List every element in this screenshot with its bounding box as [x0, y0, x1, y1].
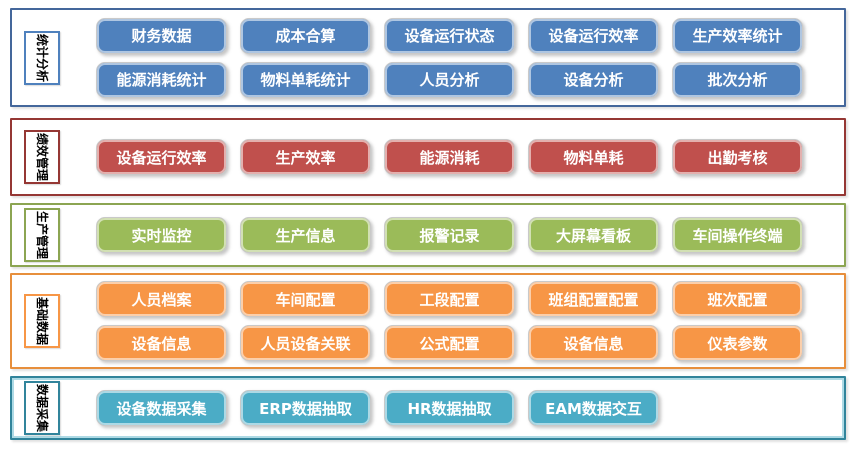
- module-button[interactable]: 财务数据: [96, 17, 227, 54]
- band-label-box: 生产管理: [24, 208, 60, 262]
- module-button[interactable]: 工段配置: [384, 281, 515, 317]
- module-button[interactable]: 设备运行效率: [528, 17, 659, 54]
- module-button[interactable]: 设备运行效率: [96, 139, 227, 175]
- module-button[interactable]: 能源消耗: [384, 139, 515, 175]
- module-button[interactable]: 人员档案: [96, 281, 227, 317]
- module-button[interactable]: 设备运行状态: [384, 17, 515, 54]
- module-button[interactable]: 设备信息: [96, 325, 227, 361]
- module-button[interactable]: 能源消耗统计: [96, 61, 227, 98]
- band-label: 基础数据: [35, 296, 50, 346]
- module-button[interactable]: 人员分析: [384, 61, 515, 98]
- module-button[interactable]: 生产效率: [240, 139, 371, 175]
- module-button[interactable]: 大屏幕看板: [528, 217, 659, 253]
- module-button[interactable]: 公式配置: [384, 325, 515, 361]
- module-button[interactable]: 生产信息: [240, 217, 371, 253]
- band-label-box: 基础数据: [24, 294, 60, 348]
- module-button[interactable]: 出勤考核: [672, 139, 803, 175]
- band-statistics-analysis: 统计分析 财务数据 成本合算 设备运行状态 设备运行效率 生产效率统计 能源消耗…: [10, 8, 846, 107]
- module-button[interactable]: 设备数据采集: [96, 390, 227, 426]
- button-grid: 财务数据 成本合算 设备运行状态 设备运行效率 生产效率统计 能源消耗统计 物料…: [96, 17, 803, 98]
- band-data-collection: 数据采集 设备数据采集 ERP数据抽取 HR数据抽取 EAM数据交互: [10, 376, 846, 440]
- module-button[interactable]: 设备信息: [528, 325, 659, 361]
- band-label: 数据采集: [35, 383, 50, 433]
- band-label-box: 统计分析: [24, 30, 60, 85]
- band-label-box: 绩效管理: [24, 130, 60, 184]
- module-button[interactable]: 批次分析: [672, 61, 803, 98]
- module-button[interactable]: 班组配置配置: [528, 281, 659, 317]
- module-button[interactable]: ERP数据抽取: [240, 390, 371, 426]
- module-button[interactable]: 实时监控: [96, 217, 227, 253]
- module-button[interactable]: 成本合算: [240, 17, 371, 54]
- module-button[interactable]: 仪表参数: [672, 325, 803, 361]
- module-button[interactable]: 车间配置: [240, 281, 371, 317]
- band-production-management: 生产管理 实时监控 生产信息 报警记录 大屏幕看板 车间操作终端: [10, 203, 846, 267]
- band-label: 统计分析: [35, 33, 50, 82]
- button-grid: 人员档案 车间配置 工段配置 班组配置配置 班次配置 设备信息 人员设备关联 公…: [96, 281, 803, 361]
- module-button[interactable]: 生产效率统计: [672, 17, 803, 54]
- module-button[interactable]: 物料单耗统计: [240, 61, 371, 98]
- band-label: 绩效管理: [35, 132, 50, 182]
- module-button[interactable]: 物料单耗: [528, 139, 659, 175]
- module-button[interactable]: 班次配置: [672, 281, 803, 317]
- button-grid: 设备运行效率 生产效率 能源消耗 物料单耗 出勤考核: [96, 139, 803, 175]
- module-button[interactable]: EAM数据交互: [528, 390, 659, 426]
- button-grid: 实时监控 生产信息 报警记录 大屏幕看板 车间操作终端: [96, 217, 803, 253]
- module-button[interactable]: 车间操作终端: [672, 217, 803, 253]
- module-button[interactable]: HR数据抽取: [384, 390, 515, 426]
- button-grid: 设备数据采集 ERP数据抽取 HR数据抽取 EAM数据交互: [96, 390, 803, 426]
- module-button[interactable]: 报警记录: [384, 217, 515, 253]
- band-label: 生产管理: [35, 210, 50, 260]
- band-performance-management: 绩效管理 设备运行效率 生产效率 能源消耗 物料单耗 出勤考核: [10, 118, 846, 196]
- module-button[interactable]: 设备分析: [528, 61, 659, 98]
- band-base-data: 基础数据 人员档案 车间配置 工段配置 班组配置配置 班次配置 设备信息 人员设…: [10, 273, 846, 369]
- band-label-box: 数据采集: [24, 381, 60, 435]
- module-button[interactable]: 人员设备关联: [240, 325, 371, 361]
